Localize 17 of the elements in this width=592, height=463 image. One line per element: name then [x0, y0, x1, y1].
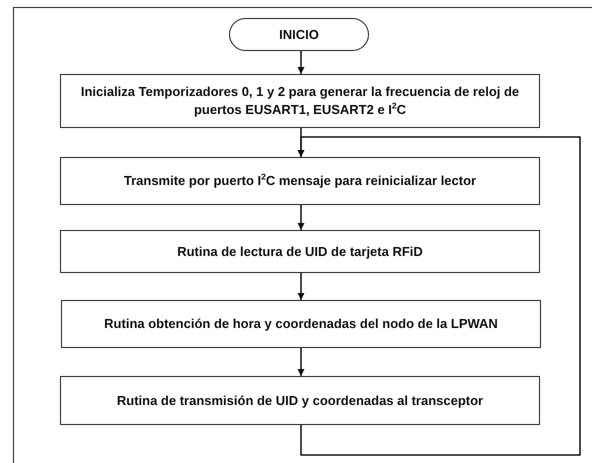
process-box: [60, 74, 540, 128]
arrow: [298, 136, 581, 456]
arrow: [298, 273, 304, 300]
step-text: Rutina de transmisión de UID y coordenadas al transceptor: [116, 392, 484, 410]
step-text: Rutina obtención de hora y coordenadas del nodo de la LPWAN: [104, 315, 498, 333]
step-text: Inicializa Temporizadores 0, 1 y 2 para generar la frecuencia de reloj de puertos EUSART1, EUSART2 e I$^{2}$C: [80, 83, 520, 119]
arrow: [298, 51, 304, 74]
process-box: [60, 157, 540, 205]
step-text: Transmite por puerto I$^{2}$C mensaje para reinicializar lector: [124, 172, 476, 190]
process-box: [60, 230, 540, 273]
arrow: [298, 348, 304, 376]
arrow: [298, 205, 304, 230]
step-text: Rutina de lectura de UID de tarjeta RFiD: [177, 242, 423, 260]
process-box: [61, 300, 541, 348]
terminal-shape: [229, 18, 369, 51]
process-box: [60, 376, 540, 425]
step-text: INICIO: [279, 26, 319, 44]
